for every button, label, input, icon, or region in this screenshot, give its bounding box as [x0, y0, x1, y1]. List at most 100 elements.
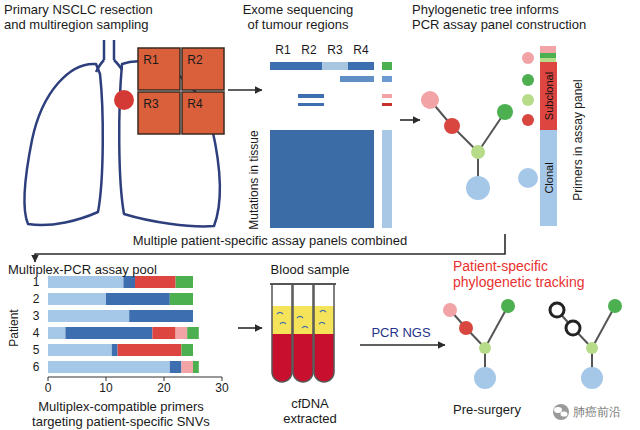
mutation-heatmap-part: [322, 62, 348, 70]
tracking-tree-post: [550, 299, 622, 389]
blood-tubes-part-part: [272, 284, 292, 382]
blood-tubes: [270, 284, 336, 382]
assay-bar-segment: [135, 276, 176, 288]
node-note: cfDNA extracted: [275, 396, 345, 426]
assay-bar-segment: [193, 361, 199, 373]
tick-label: 30: [215, 381, 228, 395]
flow-arrow: [400, 119, 420, 121]
clonal-bar: Clonal: [540, 130, 557, 226]
blood-tubes-part-part: [297, 317, 308, 329]
node-note: Multiplex-compatible primers targeting p…: [18, 399, 224, 429]
flow-arrow: [360, 344, 445, 346]
node-heading: Patient-specific phylogenetic tracking: [453, 258, 603, 290]
tracking-tree-post-part: [608, 299, 622, 313]
tumour-regions-part: [182, 48, 224, 90]
subclonal-bar: Subclonal: [540, 62, 557, 130]
assay-bar-segment: [48, 327, 65, 339]
lung-outline-part: [25, 64, 103, 225]
blood-tubes-part-part: [272, 306, 292, 334]
exome-panel: Exome sequencing of tumour regions: [262, 2, 400, 238]
node-heading: Clonal: [542, 162, 555, 193]
blood-tubes-part-part: [319, 311, 326, 325]
watermark-icon: [553, 404, 569, 420]
region-label: R4: [187, 97, 202, 111]
tumour-regions-part: [138, 48, 180, 90]
tumour-regions-part: [138, 92, 180, 134]
row-label: 2: [33, 292, 40, 306]
chart-axis-part: [222, 377, 223, 381]
assay-bar-segment: [48, 344, 112, 356]
region-label: R1: [143, 53, 158, 67]
node-heading: Subclonal: [542, 72, 555, 120]
assay-bar-segment: [129, 310, 193, 322]
edge-label: PCR NGS: [369, 325, 432, 340]
assay-bar-segment: [187, 327, 199, 339]
blood-tubes-part-part: [277, 313, 286, 325]
blood-tubes-part-part: [293, 306, 313, 334]
tracking-tree-pre-part: [485, 306, 508, 348]
flow-arrow: [238, 327, 262, 329]
blood-tubes-part-part: [314, 334, 334, 382]
tracking-tree-pre-part: [501, 299, 515, 313]
tick-label: 0: [45, 381, 52, 395]
mutation-heatmap-part: [382, 62, 392, 70]
mutation-heatmap-part: [382, 94, 392, 98]
node-heading: Phylogenetic tree informs PCR assay pane…: [412, 2, 588, 32]
mutation-heatmap-part: [270, 62, 322, 70]
blood-tubes-part: [291, 284, 315, 382]
lung-outline-part: [104, 40, 114, 60]
tracking-tree-pre-part: [479, 342, 491, 354]
node-heading: Exome sequencing of tumour regions: [240, 2, 356, 32]
assay-bar-segment: [181, 361, 193, 373]
mutation-heatmap: [270, 62, 392, 228]
edge-label: Multiple patient-specific assay panels c…: [131, 233, 410, 248]
blood-tubes-part-part: [293, 334, 313, 382]
watermark: 肺癌前沿: [573, 405, 621, 419]
mutation-heatmap-part: [298, 94, 324, 98]
row-label: 4: [33, 326, 40, 340]
clone-key-dots-part: [522, 74, 534, 86]
watermark-icon-part: [554, 407, 562, 413]
assay-bar-segment: [112, 344, 118, 356]
sampling-panel: Primary NSCLC resection and multiregion …: [2, 2, 228, 238]
clone-key-dots-part: [540, 46, 556, 53]
tick-label: 20: [157, 381, 170, 395]
tumour-regions: [114, 48, 224, 134]
tumour-regions-part: [114, 90, 134, 110]
row-label: 5: [33, 343, 40, 357]
phylogenetic-tree-part: [471, 145, 485, 159]
assay-bar-segment: [176, 327, 188, 339]
mutation-heatmap-part: [340, 76, 374, 82]
node-heading: Multiplex-PCR assay pool: [8, 262, 228, 277]
node-note: Pre-surgery: [453, 402, 553, 417]
assay-bar-segment: [65, 327, 152, 339]
chart-axis-part: [164, 377, 165, 381]
chart-axis-part: [48, 377, 222, 378]
blood-tubes-part-part: [312, 283, 336, 285]
blood-tubes-part: [270, 284, 294, 382]
phylogenetic-tree: [421, 91, 513, 200]
assay-bar-segment: [106, 293, 170, 305]
watermark-icon-part: [561, 411, 568, 416]
assay-bar-chart: [48, 276, 199, 373]
blood-panel: Blood samplecfDNA extracted: [262, 262, 360, 428]
tumour-regions-part: [182, 92, 224, 134]
region-label: R3: [143, 97, 158, 111]
assay-bar-segment: [170, 293, 193, 305]
column-label: R1: [275, 43, 290, 57]
column-label: R3: [327, 43, 342, 57]
row-label: 6: [33, 360, 40, 374]
lung-outline-part: [96, 60, 122, 72]
axis-title: Patient: [7, 309, 21, 346]
assay-bar-segment: [152, 327, 175, 339]
tracking-tree-post-part: [550, 303, 564, 317]
tracking-tree-pre-part: [459, 321, 473, 335]
blood-tubes-part-part: [291, 283, 315, 285]
axis-title: Mutations in tissue: [247, 130, 261, 229]
mutation-heatmap-part: [382, 76, 392, 82]
column-label: R4: [353, 43, 368, 57]
tracking-tree-post-part: [581, 367, 603, 389]
tracking-tree-post-part: [586, 342, 598, 354]
